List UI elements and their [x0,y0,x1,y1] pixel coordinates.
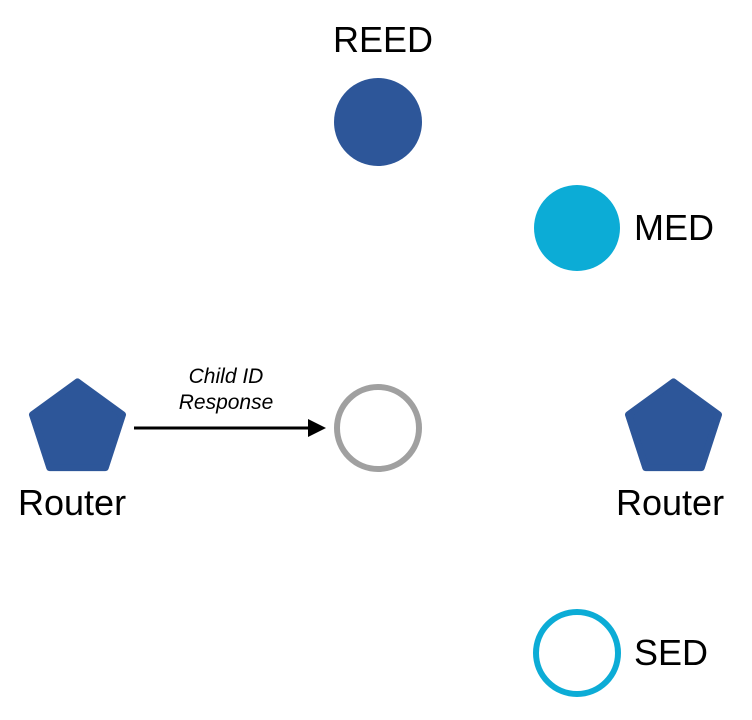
edge-label-line2: Response [178,391,274,414]
edge-child-id-response-arrow [130,414,330,444]
node-shape-router-right[interactable] [624,378,723,472]
node-shape-leader[interactable] [331,381,425,475]
node-shape-router-left[interactable] [28,378,127,472]
node-label-reed: REED [333,19,434,60]
node-label-router-right: Router [616,482,725,523]
node-shape-reed[interactable] [334,78,422,166]
node-shape-med[interactable] [534,185,620,271]
node-shape-sed[interactable] [530,606,624,700]
edge-label-child-id-response: Child ID Response [150,364,302,416]
node-label-router-left: Router [18,482,127,523]
node-label-med: MED [634,207,714,248]
node-label-sed: SED [634,632,709,673]
edge-label-line1: Child ID [188,365,264,388]
